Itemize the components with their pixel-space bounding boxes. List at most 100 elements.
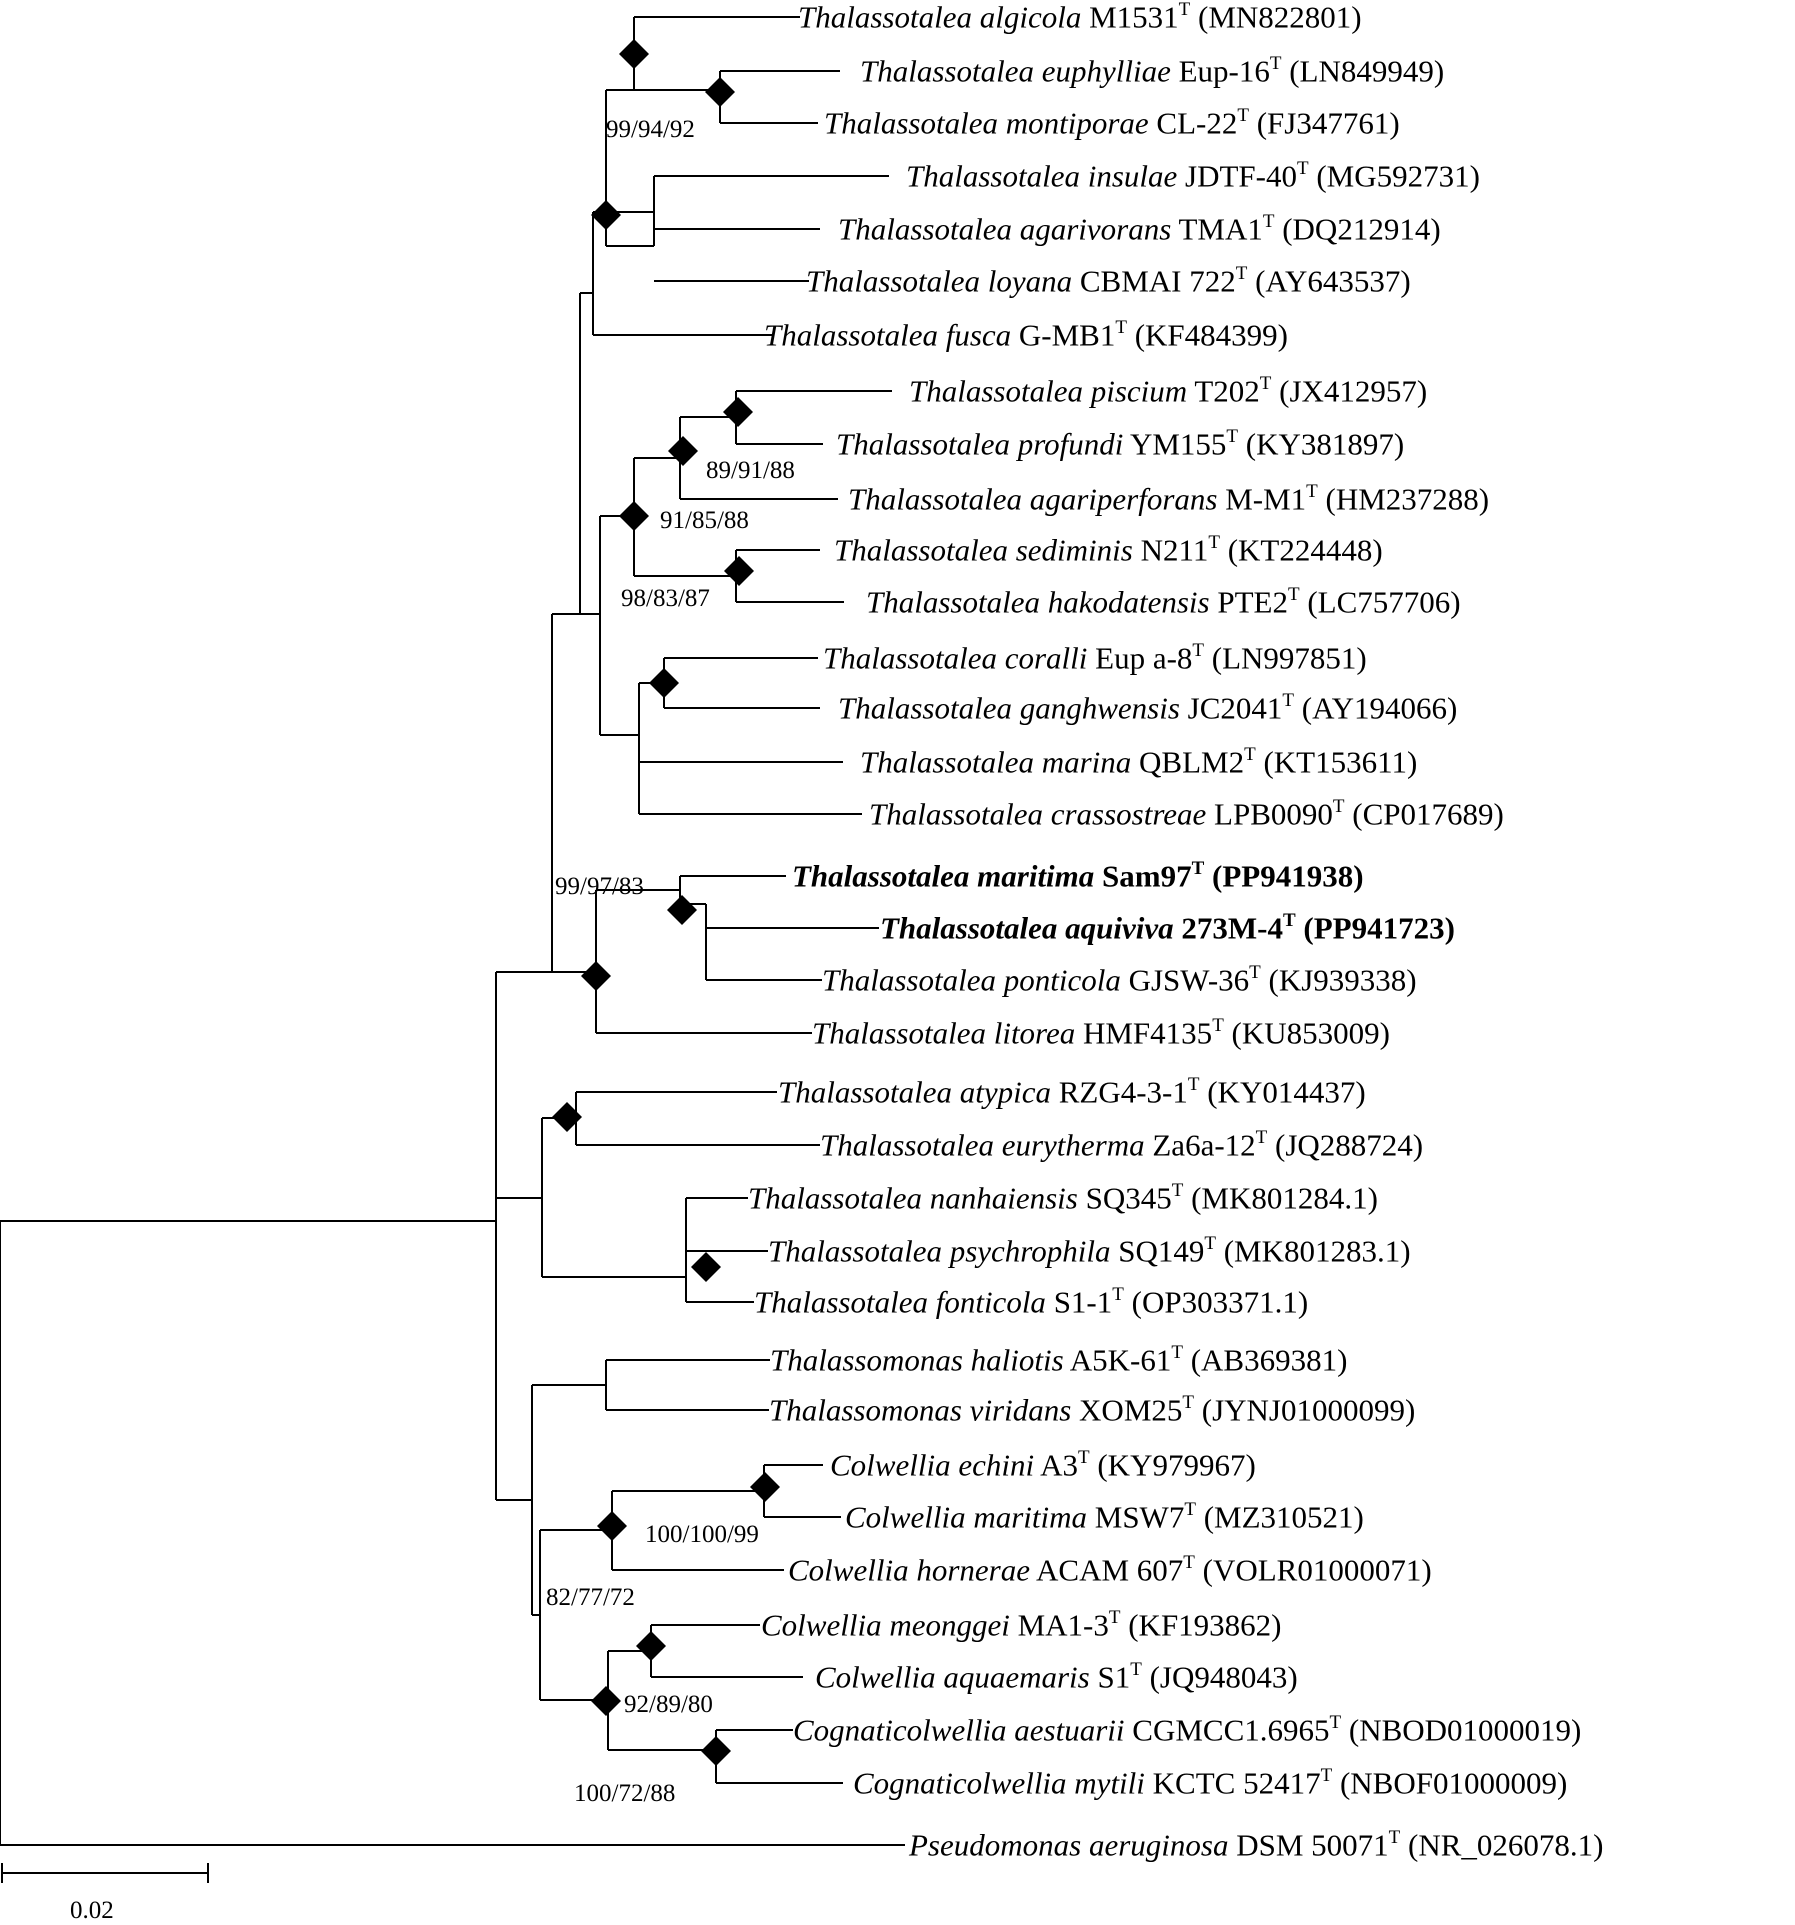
leaf-label: Thalassotalea euphylliae Eup-16T (LN8499… (860, 53, 1445, 89)
leaf-accession: (NR_026078.1) (1400, 1827, 1604, 1863)
leaf-taxon: Colwellia aquaemaris (815, 1659, 1090, 1695)
leaf-accession: (LN849949) (1281, 53, 1445, 89)
leaf-label: Cognaticolwellia aestuarii CGMCC1.6965T … (793, 1712, 1581, 1745)
leaf-taxon: Thalassotalea crassostreae (869, 796, 1207, 832)
leaf-strain: Eup a-8 (1087, 640, 1193, 676)
leaf-label: Colwellia echini A3T (KY979967) (830, 1448, 1256, 1480)
leaf-accession: (JQ948043) (1141, 1659, 1298, 1695)
leaf-taxon: Colwellia hornerae (788, 1552, 1030, 1588)
leaf-accession: (KY014437) (1199, 1074, 1366, 1110)
leaf-taxon: Thalassotalea agarivorans (838, 211, 1172, 247)
leaf-label: Thalassotalea atypica RZG4-3-1T (KY01443… (778, 1074, 1366, 1110)
leaf-taxon: Thalassotalea coralli (823, 640, 1088, 676)
leaf-strain: 273M-4 (1173, 910, 1283, 946)
leaf-strain: TMA1 (1171, 211, 1263, 247)
leaf-strain: Eup-16 (1170, 53, 1270, 89)
leaf-label: Thalassotalea agarivorans TMA1T (DQ21291… (838, 211, 1441, 247)
leaf-label: Thalassotalea hakodatensis PTE2T (LC7577… (866, 584, 1461, 620)
node-support-diamond (750, 1472, 780, 1502)
type-strain-mark: T (1178, 0, 1191, 20)
leaf-accession: (KU853009) (1223, 1015, 1390, 1051)
leaf-accession: (PP941938) (1204, 858, 1364, 894)
type-strain-mark: T (1388, 1827, 1401, 1848)
leaf-strain: JC2041 (1179, 690, 1283, 726)
leaf-label: Cognaticolwellia mytili KCTC 52417T (NBO… (853, 1765, 1568, 1801)
leaf-accession: (MG592731) (1308, 158, 1480, 194)
type-strain-mark: T (1287, 584, 1300, 605)
leaf-strain: DSM 50071 (1228, 1827, 1389, 1863)
leaf-accession: (FJ347761) (1248, 105, 1400, 141)
node-support-diamond (649, 668, 679, 698)
leaf-strain: MSW7 (1087, 1499, 1185, 1535)
bootstrap-value: 82/77/72 (546, 1584, 635, 1611)
leaf-accession: (AY194066) (1294, 690, 1458, 726)
bootstrap-value: 98/83/87 (621, 585, 710, 612)
leaf-accession: (AB369381) (1182, 1342, 1348, 1378)
leaf-accession: (KT224448) (1219, 532, 1383, 568)
type-strain-mark: T (1329, 1712, 1342, 1733)
leaf-taxon: Thalassotalea algicola (798, 0, 1082, 35)
type-strain-mark: T (1332, 796, 1345, 817)
node-support-diamond (667, 895, 697, 925)
leaf-strain: QBLM2 (1131, 744, 1245, 780)
leaf-strain: S1-1 (1045, 1284, 1113, 1320)
type-strain-mark: T (1192, 640, 1205, 661)
leaf-label: Thalassotalea insulae JDTF-40T (MG592731… (906, 158, 1480, 194)
leaf-accession: (PP941723) (1295, 910, 1455, 946)
leaf-strain: CBMAI 722 (1072, 263, 1236, 299)
bootstrap-value: 100/100/99 (645, 1521, 759, 1548)
type-strain-mark: T (1183, 1552, 1195, 1573)
leaf-label: Thalassotalea sediminis N211T (KT224448) (834, 532, 1383, 568)
leaf-taxon: Cognaticolwellia mytili (853, 1765, 1145, 1801)
node-support-diamond (705, 77, 735, 107)
leaf-label: Thalassotalea marina QBLM2T (KT153611) (860, 744, 1417, 780)
leaf-taxon: Thalassomonas haliotis (770, 1342, 1064, 1378)
leaf-label: Thalassomonas viridans XOM25T (JYNJ01000… (769, 1392, 1415, 1428)
type-strain-mark: T (1306, 481, 1318, 502)
leaf-strain: HMF4135 (1075, 1015, 1213, 1051)
leaf-taxon: Thalassotalea hakodatensis (866, 584, 1210, 620)
leaf-strain: ACAM 607 (1029, 1552, 1184, 1588)
type-strain-mark: T (1212, 1015, 1224, 1036)
leaf-taxon: Thalassotalea nanhaiensis (748, 1180, 1078, 1216)
leaf-taxon: Thalassotalea loyana (806, 263, 1073, 299)
bootstrap-value: 100/72/88 (574, 1780, 676, 1807)
leaf-label: Thalassotalea profundi YM155T (KY381897) (836, 426, 1404, 462)
type-strain-mark: T (1115, 317, 1127, 338)
node-support-diamond (597, 1511, 627, 1541)
leaf-label: Thalassotalea ganghwensis JC2041T (AY194… (838, 690, 1458, 726)
leaf-strain: GJSW-36 (1120, 962, 1250, 998)
leaf-strain: LPB0090 (1206, 796, 1333, 832)
node-support-diamond (691, 1252, 721, 1282)
leaf-accession: (JQ288724) (1267, 1127, 1424, 1163)
leaf-accession: (AY643537) (1247, 263, 1411, 299)
leaf-accession: (HM237288) (1317, 481, 1490, 517)
leaf-taxon: Thalassotalea profundi (836, 426, 1124, 462)
leaf-accession: (JX412957) (1271, 373, 1428, 409)
leaf-label: Thalassotalea fusca G-MB1T (KF484399) (764, 317, 1288, 353)
leaf-accession: (LC757706) (1299, 584, 1461, 620)
leaf-accession: (DQ212914) (1274, 211, 1441, 247)
type-strain-mark: T (1184, 1499, 1196, 1520)
type-strain-mark: T (1244, 744, 1256, 765)
node-support-diamond (701, 1736, 731, 1766)
leaf-strain: A5K-61 (1063, 1342, 1172, 1378)
leaf-taxon: Thalassotalea fusca (764, 317, 1012, 353)
leaf-taxon: Thalassomonas viridans (769, 1392, 1072, 1428)
leaf-strain: YM155 (1123, 426, 1227, 462)
leaf-label: Thalassotalea crassostreae LPB0090T (CP0… (869, 796, 1504, 832)
node-support-diamond (619, 501, 649, 531)
type-strain-mark: T (1182, 1392, 1194, 1413)
bootstrap-value: 92/89/80 (624, 1691, 713, 1718)
leaf-accession: (MZ310521) (1195, 1499, 1364, 1535)
type-strain-mark: T (1191, 858, 1205, 879)
leaf-accession: (MN822801) (1190, 0, 1362, 35)
leaf-taxon: Pseudomonas aeruginosa (909, 1827, 1229, 1863)
scale-bar-label: 0.02 (70, 1897, 114, 1924)
leaf-label: Thalassotalea litorea HMF4135T (KU853009… (812, 1015, 1390, 1051)
leaf-accession: (KJ939338) (1260, 962, 1417, 998)
leaf-accession: (MK801284.1) (1183, 1180, 1378, 1216)
leaf-accession: (NBOF01000009) (1332, 1765, 1568, 1801)
leaf-strain: T202 (1187, 373, 1260, 409)
